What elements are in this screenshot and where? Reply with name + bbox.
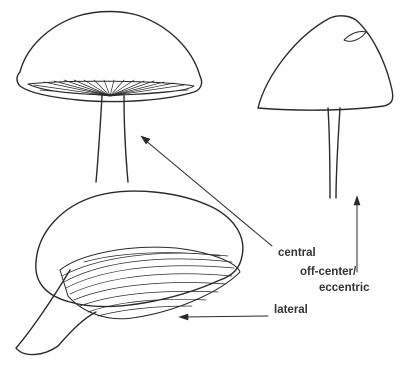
arrow-eccentric-head <box>354 196 360 205</box>
cap-central <box>17 12 202 102</box>
stipe-eccentric <box>328 108 340 198</box>
arrow-lateral-head <box>179 314 188 320</box>
stipe-lateral <box>16 270 96 355</box>
label-off-center: off-center/ <box>300 266 356 279</box>
stipe-central <box>96 96 128 182</box>
label-eccentric: eccentric <box>319 282 370 295</box>
cap-notch <box>344 31 366 41</box>
arrow-lateral-line <box>184 316 268 317</box>
mushroom-eccentric <box>258 16 393 198</box>
label-central: central <box>278 247 316 260</box>
cap-eccentric <box>258 16 393 110</box>
gills-central <box>34 80 188 96</box>
cap-lateral <box>36 191 243 306</box>
mushroom-lateral <box>16 191 243 354</box>
label-lateral: lateral <box>274 304 308 317</box>
mushroom-central <box>17 12 202 183</box>
